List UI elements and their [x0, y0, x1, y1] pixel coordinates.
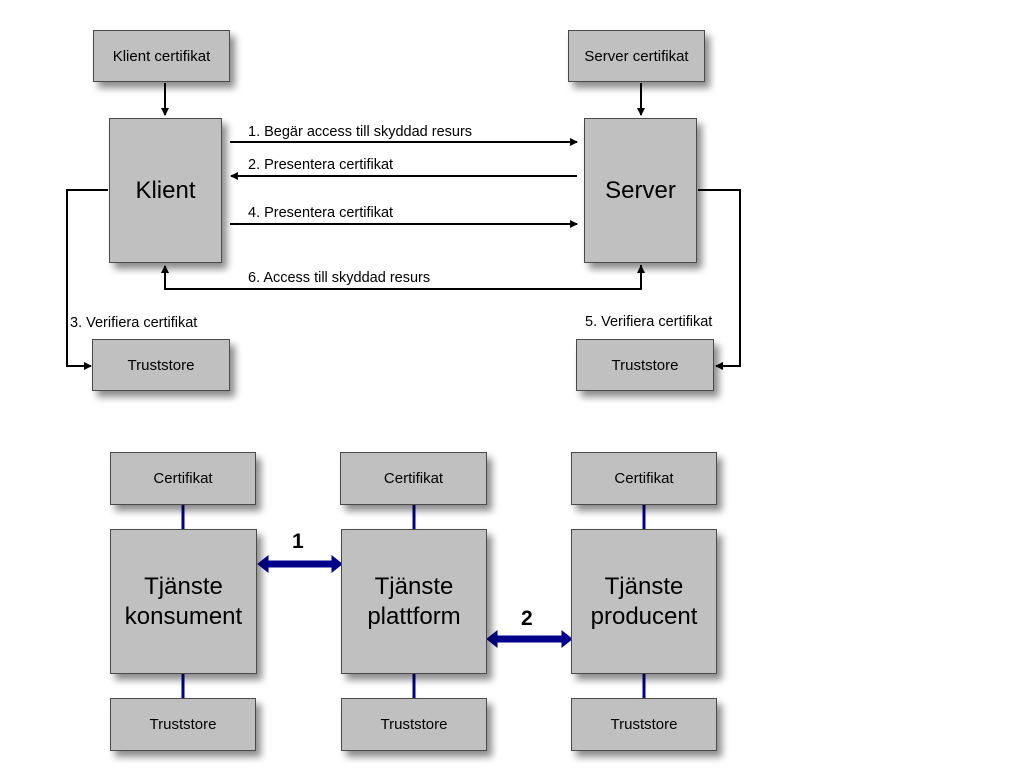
service-platform-box: Tjänste plattform [341, 529, 487, 674]
server-label: Server [605, 176, 676, 204]
service-platform-line1: Tjänste [374, 572, 454, 600]
platform-certificate-label: Certifikat [383, 470, 444, 487]
step6-label: 6. Access till skyddad resurs [248, 270, 431, 286]
consumer-truststore-box: Truststore [110, 698, 256, 751]
step1-label: 1. Begär access till skyddad resurs [248, 124, 473, 140]
server-certificate-box: Server certifikat [568, 30, 705, 82]
service-consumer-line1: Tjänste [144, 572, 223, 600]
consumer-certificate-box: Certifikat [110, 452, 256, 505]
consumer-certificate-label: Certifikat [153, 470, 213, 487]
service-producer-line2: producent [590, 602, 698, 630]
link2-number: 2 [521, 607, 533, 630]
platform-certificate-box: Certifikat [340, 452, 487, 505]
platform-truststore-label: Truststore [380, 716, 448, 733]
service-platform-line2: plattform [367, 602, 461, 630]
server-box: Server [584, 118, 697, 263]
step5-label: 5. Verifiera certifikat [585, 314, 713, 330]
service-consumer-line2: konsument [124, 602, 243, 630]
step4-label: 4. Presentera certifikat [248, 205, 394, 221]
producer-truststore-box: Truststore [571, 698, 717, 751]
consumer-truststore-label: Truststore [149, 716, 217, 733]
client-label: Klient [135, 176, 196, 204]
platform-truststore-box: Truststore [341, 698, 487, 751]
service-producer-box: Tjänste producent [571, 529, 717, 674]
step5-path [698, 189, 741, 370]
step3-path [66, 189, 108, 370]
link2-double-arrow [486, 629, 573, 649]
server-truststore-box: Truststore [576, 339, 714, 391]
link1-number: 1 [292, 530, 304, 553]
server-certificate-label: Server certifikat [584, 47, 689, 65]
client-box: Klient [109, 118, 222, 263]
server-truststore-label: Truststore [611, 356, 679, 374]
service-consumer-box: Tjänste konsument [110, 529, 257, 674]
client-truststore-label: Truststore [127, 356, 195, 374]
producer-certificate-box: Certifikat [571, 452, 717, 505]
client-truststore-box: Truststore [92, 339, 230, 391]
client-certificate-box: Klient certifikat [93, 30, 230, 82]
link1-double-arrow [257, 554, 343, 574]
producer-certificate-label: Certifikat [614, 470, 674, 487]
step3-label: 3. Verifiera certifikat [70, 315, 198, 331]
step2-label: 2. Presentera certifikat [248, 157, 394, 173]
client-certificate-label: Klient certifikat [112, 47, 211, 65]
producer-truststore-label: Truststore [610, 716, 678, 733]
service-producer-line1: Tjänste [604, 572, 684, 600]
